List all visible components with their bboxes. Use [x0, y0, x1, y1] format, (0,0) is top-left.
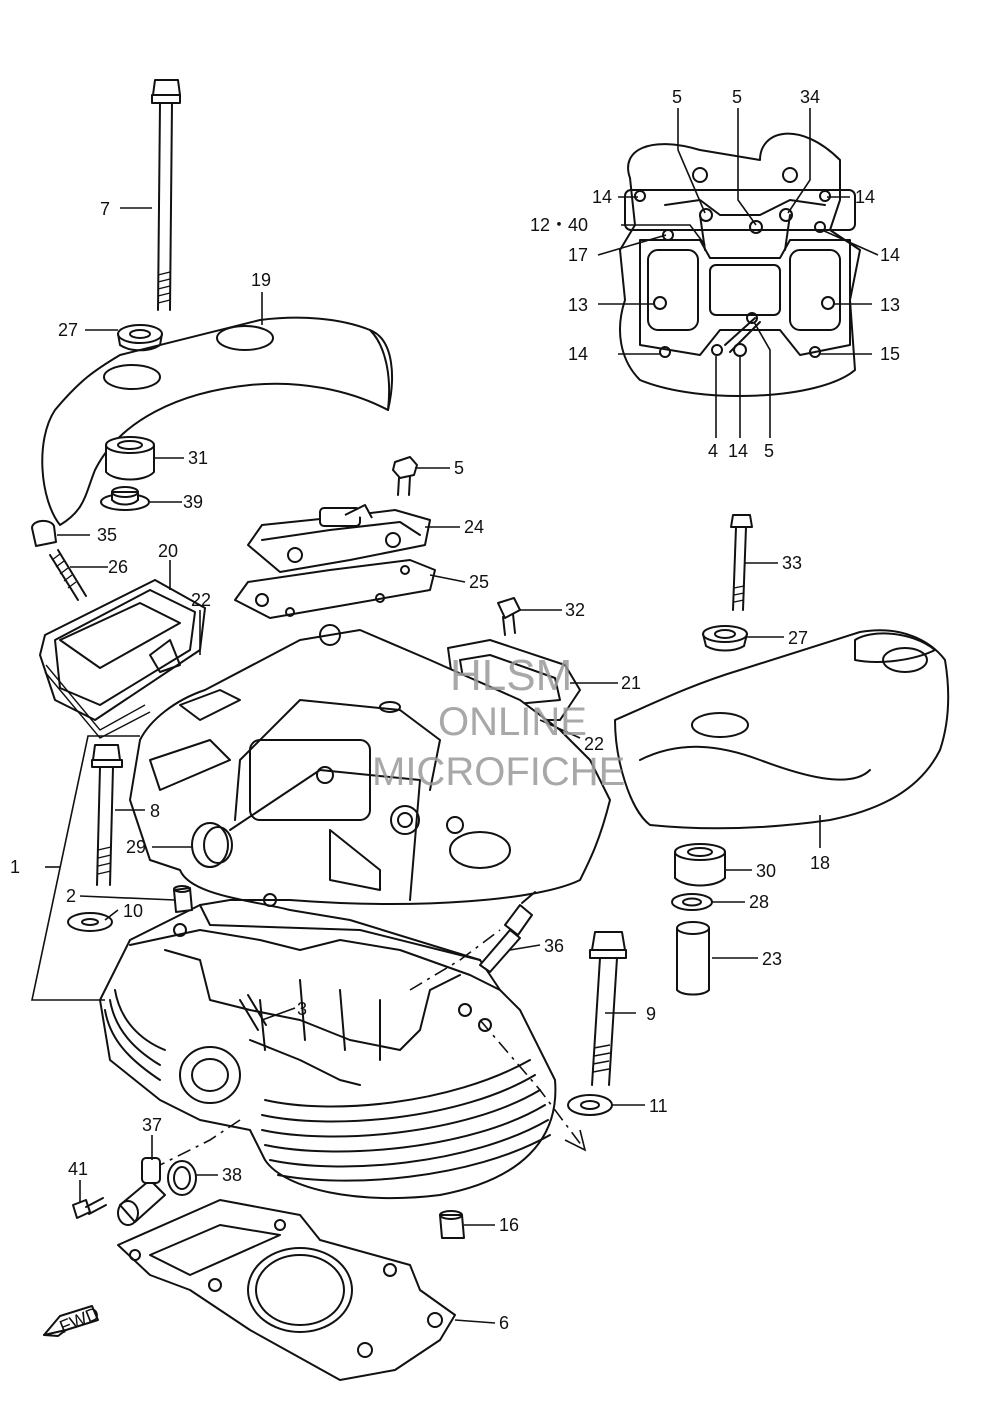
- grommet-31: [105, 436, 155, 481]
- dowel-2: [173, 885, 193, 913]
- stud-26: [49, 549, 87, 601]
- callout-32: 32: [565, 600, 585, 620]
- callout-9: 9: [646, 1004, 656, 1024]
- callout-14: 14: [855, 187, 875, 207]
- callout-5: 5: [672, 87, 682, 107]
- callout-24: 24: [464, 517, 484, 537]
- callout-39: 39: [183, 492, 203, 512]
- head-top-view-inset: [619, 132, 861, 398]
- spark-plug-36: [479, 891, 536, 973]
- callout-14: 14: [880, 245, 900, 265]
- bolt-8: [91, 744, 123, 886]
- bolt-32: [497, 597, 521, 636]
- grommet-27-right: [702, 625, 748, 652]
- watermark-line2: ONLINE: [438, 700, 587, 744]
- spacer-23: [676, 921, 710, 996]
- head-cover-right: [614, 629, 950, 830]
- gasket-25: [234, 559, 436, 619]
- callout-5: 5: [764, 441, 774, 461]
- callout-29: 29: [126, 837, 146, 857]
- callout-33: 33: [782, 553, 802, 573]
- bolt-41: [72, 1197, 107, 1219]
- callout-23: 23: [762, 949, 782, 969]
- callout-3: 3: [297, 999, 307, 1019]
- watermark-line1: HLSM: [450, 651, 572, 700]
- callout-5: 5: [732, 87, 742, 107]
- watermark-line3: MICROFICHE: [372, 750, 625, 794]
- washer-10: [67, 912, 113, 932]
- bolt-33: [730, 514, 753, 611]
- callout-13: 13: [568, 295, 588, 315]
- callout-22: 22: [191, 590, 211, 610]
- rocker-cover-24: [247, 504, 431, 573]
- head-cover-left: [41, 316, 393, 526]
- callout-14: 14: [592, 187, 612, 207]
- gasket-6: [117, 1199, 456, 1381]
- inset-leaders: [597, 108, 879, 438]
- callout-13: 13: [880, 295, 900, 315]
- collar-39: [100, 486, 150, 511]
- callout-38: 38: [222, 1165, 242, 1185]
- watermark: HLSM ONLINE MICROFICHE: [372, 651, 625, 794]
- callout-25: 25: [469, 572, 489, 592]
- washer-11: [567, 1094, 613, 1116]
- callout-26: 26: [108, 557, 128, 577]
- callout-35: 35: [97, 525, 117, 545]
- callout-8: 8: [150, 801, 160, 821]
- fitting-37: [117, 1157, 166, 1226]
- callout-27: 27: [788, 628, 808, 648]
- callout-18: 18: [810, 853, 830, 873]
- callout-12-40: 12・40: [530, 215, 588, 235]
- callout-numbers: 5 5 34 14 14 12・40 17 14 13 13 14 15 4 1…: [10, 87, 900, 1333]
- callout-36: 36: [544, 936, 564, 956]
- callout-14: 14: [728, 441, 748, 461]
- callout-37: 37: [142, 1115, 162, 1135]
- rocker-cover-20: [39, 579, 206, 739]
- plug-29: [191, 822, 233, 868]
- cap-nut-35: [31, 520, 57, 547]
- bolt-5: [392, 456, 418, 496]
- callout-19: 19: [251, 270, 271, 290]
- long-bolt-7: [151, 79, 181, 311]
- callout-34: 34: [800, 87, 820, 107]
- fwd-label: FWD: [57, 1303, 102, 1337]
- callout-27: 27: [58, 320, 78, 340]
- fwd-arrow-icon: FWD: [43, 1303, 102, 1337]
- callout-2: 2: [66, 886, 76, 906]
- dowel-16: [439, 1210, 465, 1239]
- callout-5: 5: [454, 458, 464, 478]
- cylinder-head-1: [99, 624, 611, 1200]
- callout-6: 6: [499, 1313, 509, 1333]
- assembly-lines: [139, 929, 587, 1176]
- bracket-1: [31, 735, 140, 1001]
- callout-17: 17: [568, 245, 588, 265]
- callout-leaders: [57, 207, 821, 1324]
- callout-28: 28: [749, 892, 769, 912]
- grommet-30: [674, 843, 726, 887]
- o-ring-38: [167, 1160, 197, 1196]
- callout-11: 11: [649, 1096, 668, 1116]
- callout-14: 14: [568, 344, 588, 364]
- bolt-9: [589, 931, 627, 1086]
- callout-20: 20: [158, 541, 178, 561]
- callout-21: 21: [621, 673, 641, 693]
- callout-10: 10: [123, 901, 143, 921]
- callout-1: 1: [10, 857, 20, 877]
- callout-30: 30: [756, 861, 776, 881]
- callout-22: 22: [584, 734, 604, 754]
- callout-15: 15: [880, 344, 900, 364]
- callout-31: 31: [188, 448, 208, 468]
- callout-16: 16: [499, 1215, 519, 1235]
- washer-28: [671, 893, 713, 911]
- callout-41: 41: [68, 1159, 88, 1179]
- callout-7: 7: [100, 199, 110, 219]
- grommet-27-left: [117, 324, 163, 352]
- callout-4: 4: [708, 441, 718, 461]
